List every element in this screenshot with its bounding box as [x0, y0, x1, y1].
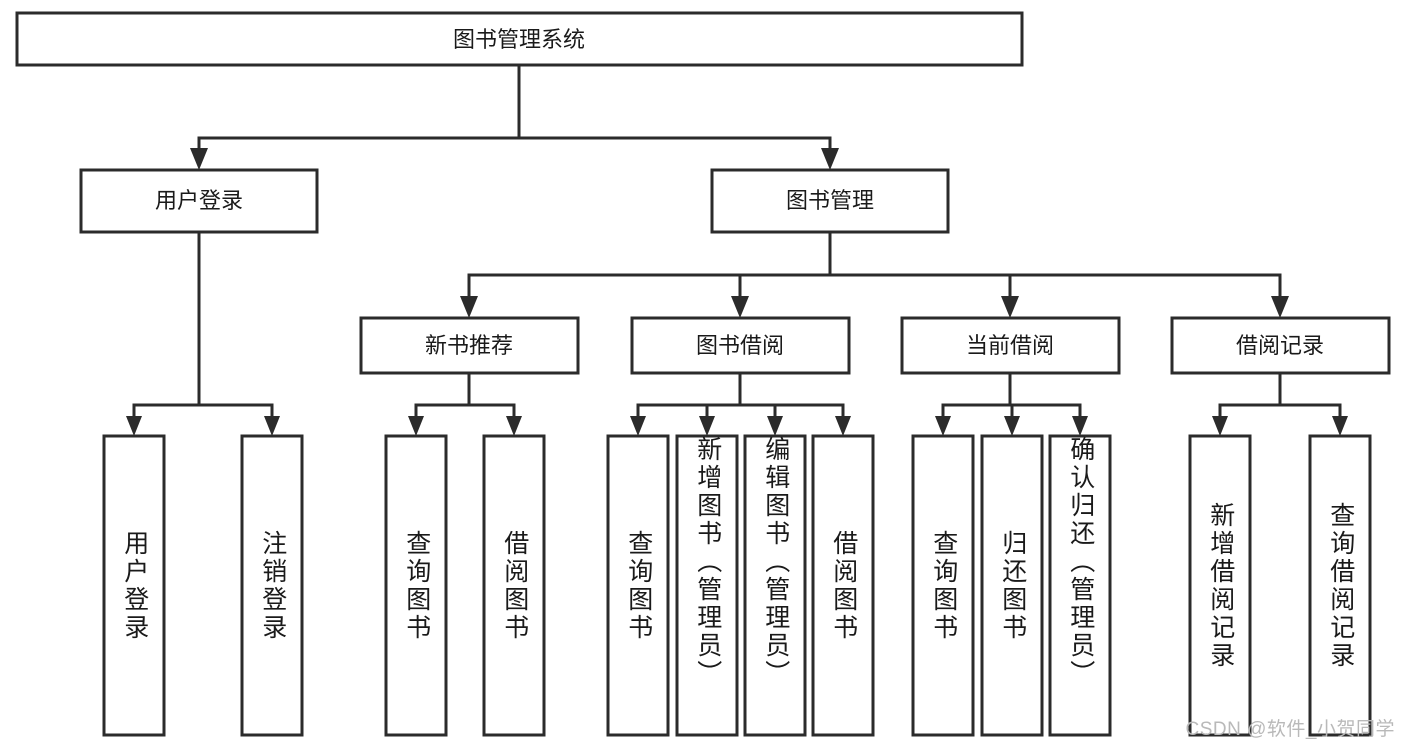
arrow-head-leaf-query-book-1	[408, 416, 424, 436]
node-new-book-recommend-box[interactable]	[359, 316, 580, 375]
connector-bookmgmt-to-level3	[460, 230, 1289, 318]
arrow-head-current	[1001, 296, 1019, 318]
arrow-head-user-login	[190, 148, 208, 170]
leaf-box-edit-book[interactable]	[743, 434, 807, 737]
arrow-head-record	[1271, 296, 1289, 318]
arrow-head-leaf-user-login	[126, 416, 142, 436]
node-user-login-label: 用户登录	[155, 188, 243, 213]
leaf-box-return-book[interactable]	[980, 434, 1044, 737]
leaf-box-confirm-return[interactable]	[1048, 434, 1112, 737]
connector-borrow-to-leaves	[630, 371, 851, 436]
arrow-head-leaf-add-record	[1212, 416, 1228, 436]
leaf-box-query-book-2[interactable]	[606, 434, 670, 737]
leaf-box-query-book-1[interactable]	[384, 434, 448, 737]
node-book-borrow[interactable]: 图书借阅	[630, 316, 851, 375]
node-new-book-recommend[interactable]: 新书推荐	[359, 316, 580, 375]
node-book-management-label: 图书管理	[786, 188, 874, 213]
connector-newbook-to-leaves	[408, 371, 522, 436]
node-borrow-record[interactable]: 借阅记录	[1170, 316, 1391, 375]
node-borrow-record-box[interactable]	[1170, 316, 1391, 375]
arrow-head-leaf-borrow-book-1	[506, 416, 522, 436]
arrow-head-leaf-query-record	[1332, 416, 1348, 436]
arrow-head-newbook	[460, 296, 478, 318]
arrow-head-leaf-return-book	[1004, 416, 1020, 436]
leaf-box-query-record[interactable]	[1308, 434, 1372, 737]
leaf-box-borrow-book-1[interactable]	[482, 434, 546, 737]
connector-record-to-leaves	[1212, 371, 1348, 436]
arrow-head-leaf-borrow-book-2	[835, 416, 851, 436]
node-root-system[interactable]: 图书管理系统	[15, 11, 1024, 67]
node-book-borrow-label: 图书借阅	[696, 333, 784, 358]
arrow-head-book-mgmt	[821, 148, 839, 170]
arrow-head-leaf-logout	[264, 416, 280, 436]
leaf-boxes-group	[102, 434, 1372, 737]
node-book-management-box[interactable]	[710, 168, 950, 234]
connector-current-to-leaves	[935, 371, 1088, 436]
leaf-box-query-book-3[interactable]	[911, 434, 975, 737]
leaf-box-add-book[interactable]	[675, 434, 739, 737]
csdn-watermark: CSDN @软件_小贺同学	[1185, 719, 1395, 740]
node-current-borrow-box[interactable]	[900, 316, 1121, 375]
node-user-login[interactable]: 用户登录	[79, 168, 319, 234]
node-new-book-recommend-label: 新书推荐	[425, 333, 513, 358]
node-book-management[interactable]: 图书管理	[710, 168, 950, 234]
arrow-head-leaf-add-book	[699, 416, 715, 436]
arrow-head-leaf-edit-book	[767, 416, 783, 436]
arrow-head-leaf-query-book-3	[935, 416, 951, 436]
arrow-head-borrow	[731, 296, 749, 318]
leaf-box-add-record[interactable]	[1188, 434, 1252, 737]
node-borrow-record-label: 借阅记录	[1236, 333, 1324, 358]
node-book-borrow-box[interactable]	[630, 316, 851, 375]
node-root-system-box[interactable]	[15, 11, 1024, 67]
node-current-borrow[interactable]: 当前借阅	[900, 316, 1121, 375]
arrow-head-leaf-confirm-return	[1072, 416, 1088, 436]
leaf-box-logout[interactable]	[240, 434, 304, 737]
connector-root-to-level2	[190, 63, 839, 170]
leaf-box-borrow-book-2[interactable]	[811, 434, 875, 737]
node-current-borrow-label: 当前借阅	[966, 333, 1054, 358]
node-user-login-box[interactable]	[79, 168, 319, 234]
arrow-head-leaf-query-book-2	[630, 416, 646, 436]
leaf-box-user-login[interactable]	[102, 434, 166, 737]
node-root-system-label: 图书管理系统	[453, 27, 585, 52]
connector-userlogin-to-leaves	[126, 230, 280, 436]
